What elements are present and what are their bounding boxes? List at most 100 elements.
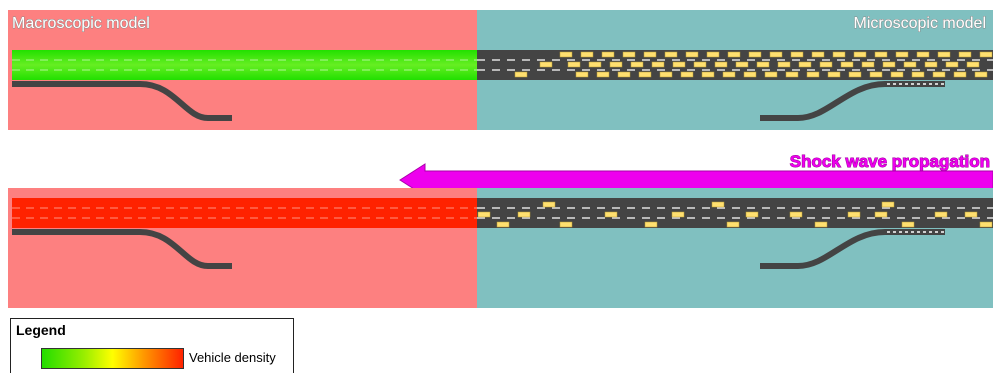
vehicle-35	[861, 61, 875, 68]
vehicle-51	[785, 71, 799, 78]
vehicle-41	[575, 71, 589, 78]
vehicle-79	[901, 221, 915, 228]
vehicle-71	[711, 201, 725, 208]
vehicle-6	[685, 51, 699, 58]
vehicle-34	[840, 61, 854, 68]
vehicle-8	[727, 51, 741, 58]
density-label: Vehicle density	[189, 350, 276, 365]
vehicle-25	[651, 61, 665, 68]
vehicle-72	[726, 221, 740, 228]
legend-title: Legend	[16, 322, 66, 338]
vehicle-80	[934, 211, 948, 218]
vehicle-66	[542, 201, 556, 208]
vehicle-70	[671, 211, 685, 218]
vehicle-45	[659, 71, 673, 78]
vehicle-64	[496, 221, 510, 228]
legend-box: Legend Vehicle density	[10, 318, 294, 373]
vehicle-24	[630, 61, 644, 68]
top-on-ramp	[760, 81, 945, 121]
vehicle-52	[806, 71, 820, 78]
vehicle-23	[609, 61, 623, 68]
vehicle-55	[869, 71, 883, 78]
bottom-macro-road-density	[12, 198, 477, 228]
vehicle-32	[798, 61, 812, 68]
vehicle-48	[722, 71, 736, 78]
vehicle-58	[932, 71, 946, 78]
vehicle-11	[790, 51, 804, 58]
vehicle-44	[638, 71, 652, 78]
bottom-road	[12, 198, 993, 269]
bottom-on-ramp	[760, 229, 945, 269]
vehicle-5	[664, 51, 678, 58]
vehicle-17	[916, 51, 930, 58]
vehicle-7	[706, 51, 720, 58]
vehicle-81	[964, 211, 978, 218]
vehicle-53	[827, 71, 841, 78]
vehicle-26	[672, 61, 686, 68]
vehicle-49	[743, 71, 757, 78]
macroscopic-model-title: Macroscopic model	[12, 15, 150, 32]
vehicle-9	[748, 51, 762, 58]
vehicle-13	[832, 51, 846, 58]
vehicle-60	[974, 71, 988, 78]
vehicle-10	[769, 51, 783, 58]
vehicle-16	[895, 51, 909, 58]
vehicle-59	[953, 71, 967, 78]
vehicle-40	[966, 61, 980, 68]
vehicle-68	[604, 211, 618, 218]
vehicle-0	[559, 51, 573, 58]
vehicle-67	[559, 221, 573, 228]
vehicle-50	[764, 71, 778, 78]
top-off-ramp	[12, 81, 232, 121]
vehicle-42	[596, 71, 610, 78]
vehicle-57	[911, 71, 925, 78]
vehicle-82	[979, 221, 993, 228]
top-road	[12, 50, 993, 121]
vehicle-22	[588, 61, 602, 68]
vehicle-28	[714, 61, 728, 68]
vehicle-36	[882, 61, 896, 68]
vehicle-76	[847, 211, 861, 218]
vehicle-39	[945, 61, 959, 68]
top-panel: Macroscopic model Microscopic model	[8, 10, 993, 130]
vehicle-73	[745, 211, 759, 218]
top-vehicles	[514, 51, 993, 78]
vehicle-3	[622, 51, 636, 58]
vehicle-47	[701, 71, 715, 78]
vehicle-12	[811, 51, 825, 58]
vehicle-38	[924, 61, 938, 68]
vehicle-43	[617, 71, 631, 78]
vehicle-15	[874, 51, 888, 58]
vehicle-77	[874, 211, 888, 218]
vehicle-2	[601, 51, 615, 58]
vehicle-63	[477, 211, 491, 218]
vehicle-27	[693, 61, 707, 68]
vehicle-46	[680, 71, 694, 78]
shock-wave-label: Shock wave propagation	[790, 152, 990, 171]
vehicle-21	[567, 61, 581, 68]
density-color-scale	[41, 348, 184, 369]
vehicle-18	[937, 51, 951, 58]
vehicle-20	[979, 51, 993, 58]
vehicle-74	[789, 211, 803, 218]
vehicle-54	[848, 71, 862, 78]
top-macro-road-density	[12, 50, 477, 80]
vehicle-29	[735, 61, 749, 68]
vehicle-14	[853, 51, 867, 58]
bottom-panel	[8, 188, 993, 308]
vehicle-65	[517, 211, 531, 218]
vehicle-62	[514, 71, 528, 78]
vehicle-37	[903, 61, 917, 68]
vehicle-75	[814, 221, 828, 228]
vehicle-69	[644, 221, 658, 228]
vehicle-78	[881, 201, 895, 208]
vehicle-33	[819, 61, 833, 68]
vehicle-61	[539, 61, 553, 68]
microscopic-model-title: Microscopic model	[854, 15, 986, 32]
vehicle-30	[756, 61, 770, 68]
vehicle-1	[580, 51, 594, 58]
vehicle-31	[777, 61, 791, 68]
bottom-vehicles	[477, 201, 993, 228]
vehicle-56	[890, 71, 904, 78]
